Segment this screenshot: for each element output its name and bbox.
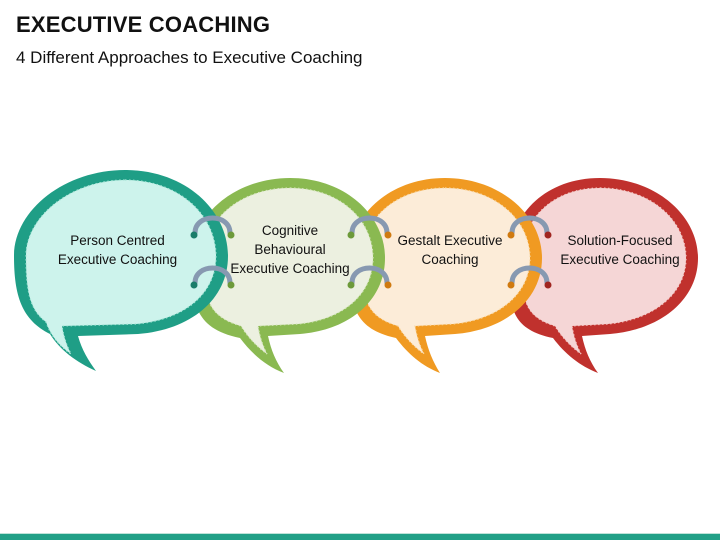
label-line: Person Centred: [70, 233, 165, 248]
bubble-solution-focused: [509, 178, 698, 373]
bubble-gestalt: [350, 178, 542, 373]
label-line: Solution-Focused: [567, 233, 673, 248]
label-line: Gestalt Executive: [397, 233, 503, 248]
bubble-label-solution-focused: Solution-Focused Executive Coaching: [545, 231, 695, 269]
connector-rings: [192, 215, 550, 286]
label-line: Behavioural: [254, 242, 326, 257]
bubble-label-gestalt: Gestalt Executive Coaching: [380, 231, 520, 269]
page-title: EXECUTIVE COACHING: [16, 12, 271, 37]
connector-dots: [190, 231, 552, 289]
bubble-person-centred: [14, 170, 228, 371]
bubble-cognitive-behavioural: [192, 178, 385, 373]
label-line: Coaching: [421, 252, 479, 267]
page-subtitle: 4 Different Approaches to Executive Coac…: [16, 48, 363, 67]
footer-bar: [0, 534, 720, 540]
footer-divider: [0, 533, 720, 534]
label-line: Cognitive: [261, 223, 319, 238]
bubble-label-cognitive-behavioural: Cognitive Behavioural Executive Coaching: [215, 221, 365, 278]
label-line: Executive Coaching: [230, 261, 350, 276]
label-line: Executive Coaching: [57, 252, 178, 267]
label-line: Executive Coaching: [560, 252, 680, 267]
bubble-label-person-centred: Person Centred Executive Coaching: [40, 231, 195, 269]
